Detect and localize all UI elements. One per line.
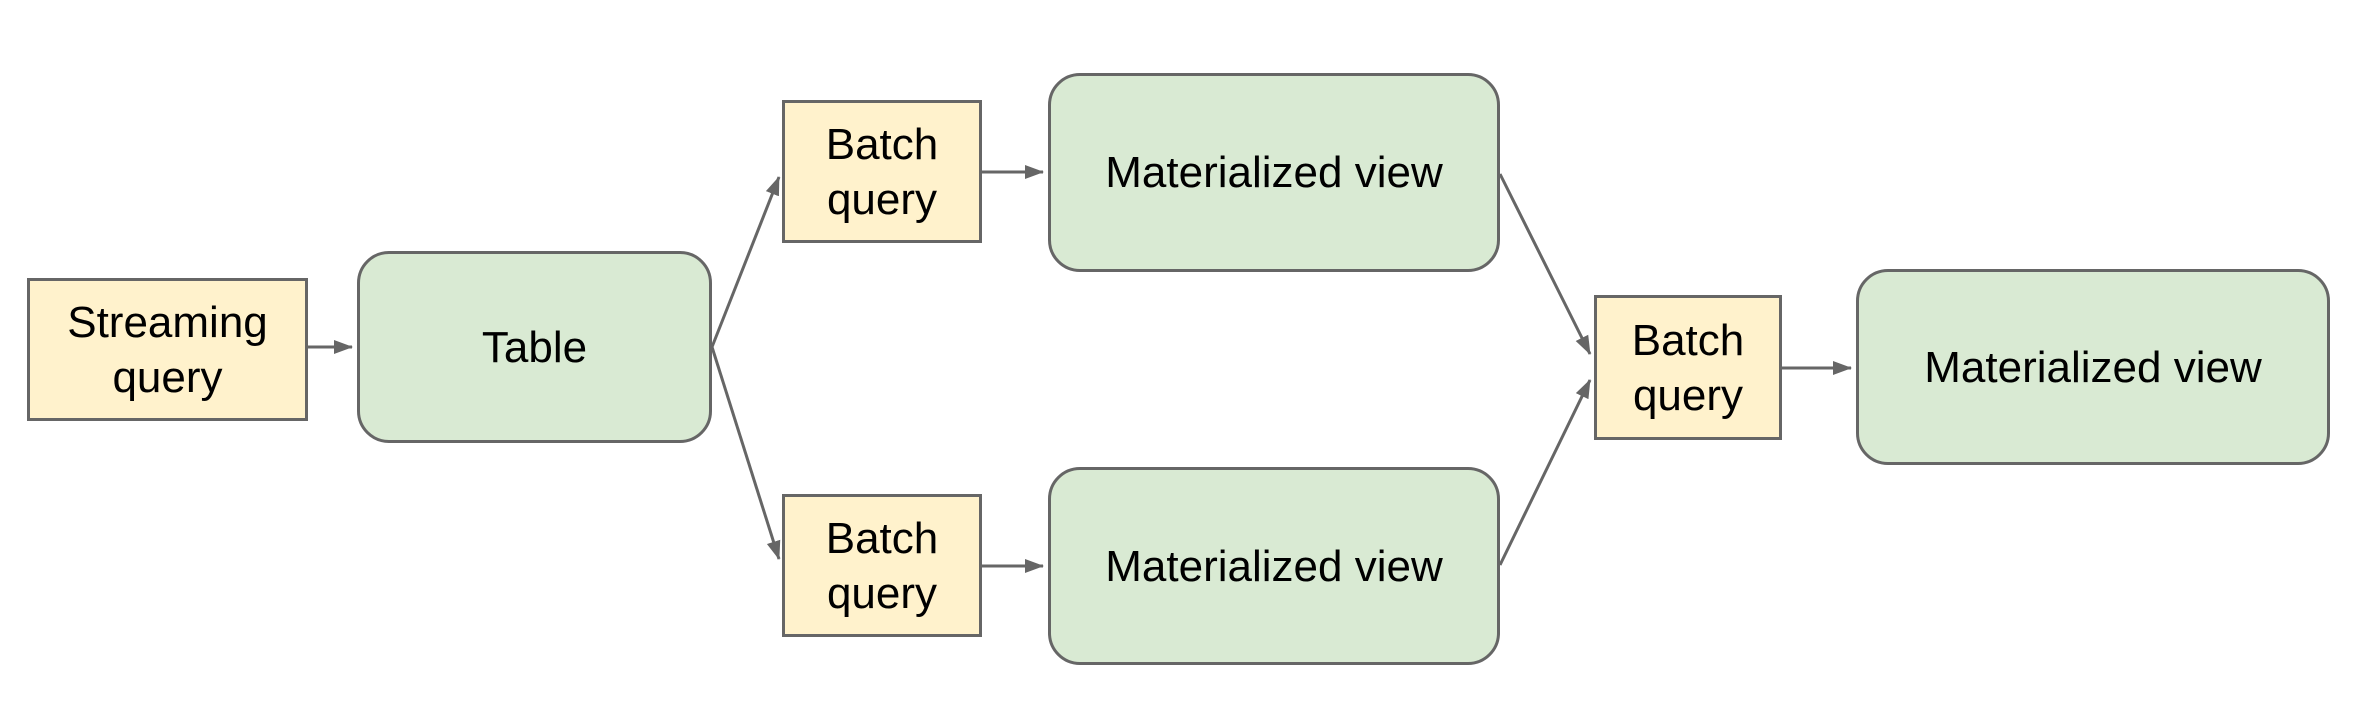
node-label-materialized-view-top: Materialized view (1105, 148, 1443, 197)
node-label-batch-query-right: Batch query (1631, 315, 1745, 420)
node-streaming-query: Streaming query (27, 278, 308, 421)
node-label-batch-query-bottom: Batch query (825, 513, 939, 618)
node-materialized-view-bottom: Materialized view (1048, 467, 1500, 665)
edge-materialized-view-bottom-to-batch-query-right (1498, 379, 1592, 566)
node-materialized-view-right: Materialized view (1856, 269, 2330, 465)
edge-table-to-batch-query-top (710, 176, 781, 348)
edge-materialized-view-top-to-batch-query-right (1498, 173, 1592, 355)
node-label-batch-query-top: Batch query (825, 119, 939, 224)
node-label-materialized-view-right: Materialized view (1924, 342, 2262, 392)
node-batch-query-top: Batch query (782, 100, 982, 243)
node-label-materialized-view-bottom: Materialized view (1105, 541, 1443, 591)
node-label-streaming-query: Streaming query (67, 297, 268, 402)
node-batch-query-bottom: Batch query (782, 494, 982, 637)
node-label-table: Table (481, 322, 588, 372)
node-table: Table (357, 251, 712, 443)
node-batch-query-right: Batch query (1594, 295, 1782, 440)
edge-table-to-batch-query-bottom (710, 346, 781, 560)
node-materialized-view-top: Materialized view (1048, 73, 1500, 272)
